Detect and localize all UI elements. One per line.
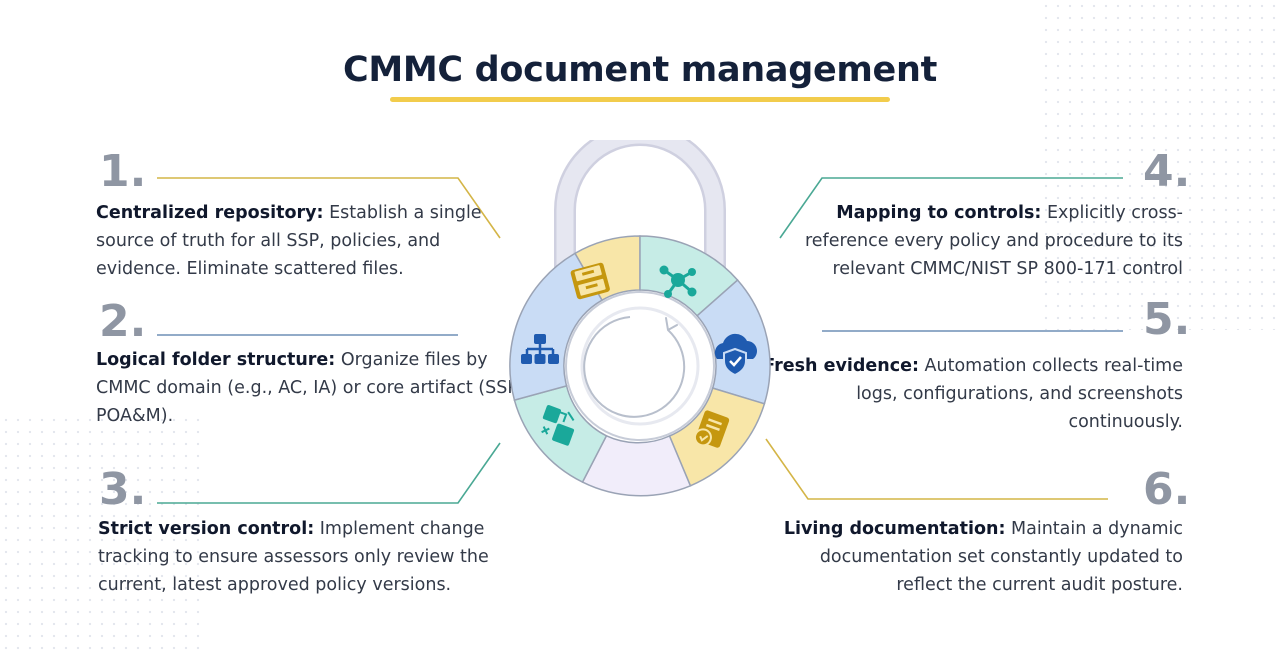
step-description-2: Logical folder structure: Organize files… xyxy=(96,346,526,430)
document-check-icon xyxy=(693,410,730,448)
step-number-1: 1. xyxy=(99,146,147,197)
step-number-4: 4. xyxy=(1143,146,1191,197)
step-heading-6: Living documentation: xyxy=(783,519,1006,539)
step-description-6: Living documentation: Maintain a dynamic… xyxy=(763,515,1183,599)
step-description-3: Strict version control: Implement change… xyxy=(98,515,528,599)
step-number-5: 5. xyxy=(1143,294,1191,345)
network-nodes-icon xyxy=(659,265,697,298)
connector-line-1 xyxy=(157,177,501,239)
step-heading-3: Strict version control: xyxy=(98,519,315,539)
refresh-arrow-icon xyxy=(583,316,686,418)
step-description-4: Mapping to controls: Explicitly cross-re… xyxy=(763,199,1183,283)
step-number-2: 2. xyxy=(99,296,147,347)
step-number-3: 3. xyxy=(99,464,147,515)
step-heading-2: Logical folder structure: xyxy=(96,350,336,370)
connector-line-4 xyxy=(779,177,1123,239)
step-heading-5: Fresh evidence: xyxy=(763,356,919,376)
cloud-shield-icon xyxy=(714,333,757,377)
step-text-3: Implement change tracking to ensure asse… xyxy=(98,519,489,595)
dot-pattern-decoration xyxy=(0,414,200,654)
padlock-center-dial xyxy=(565,291,715,441)
step-text-1: Establish a single source of truth for a… xyxy=(96,203,482,279)
version-compare-icon xyxy=(541,405,575,446)
step-heading-4: Mapping to controls: xyxy=(836,203,1042,223)
connector-line-6 xyxy=(765,438,1108,500)
step-description-1: Centralized repository: Establish a sing… xyxy=(96,199,526,283)
title-underline xyxy=(390,97,890,102)
step-heading-1: Centralized repository: xyxy=(96,203,324,223)
step-description-5: Fresh evidence: Automation collects real… xyxy=(763,352,1183,436)
step-text-2: Organize files by CMMC domain (e.g., AC,… xyxy=(96,350,524,426)
dot-pattern-decoration xyxy=(1040,0,1280,330)
step-number-6: 6. xyxy=(1143,464,1191,515)
padlock-diagram xyxy=(509,140,771,497)
step-text-4: Explicitly cross-reference every policy … xyxy=(804,203,1183,279)
file-cabinet-icon xyxy=(570,262,610,300)
connector-line-3 xyxy=(157,442,501,504)
step-text-6: Maintain a dynamic documentation set con… xyxy=(819,519,1183,595)
step-text-5: Automation collects real-time logs, conf… xyxy=(856,356,1183,432)
hierarchy-icon xyxy=(521,334,559,364)
page-title: CMMC document management xyxy=(342,50,938,90)
